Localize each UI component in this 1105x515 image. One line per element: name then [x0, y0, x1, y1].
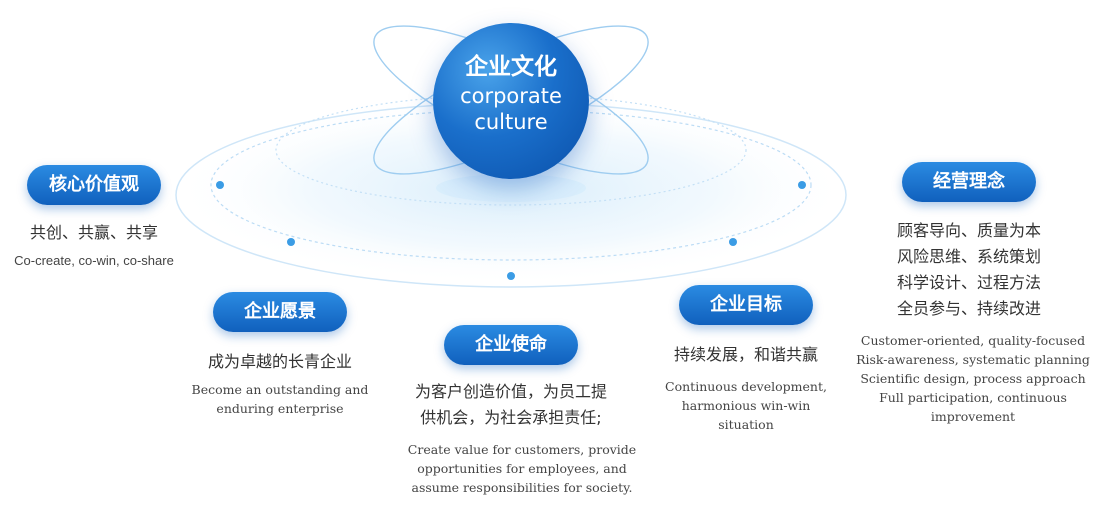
center-title-en: corporate culture [460, 84, 562, 134]
philosophy-cn-line-2: 风险思维、系统策划 [896, 247, 1041, 266]
vision-cn: 成为卓越的长青企业 [207, 352, 352, 371]
center-title-cn: 企业文化 [465, 54, 557, 80]
core-values-en: Co-create, co-win, co-share [14, 253, 174, 268]
core-values-cn: 共创、共赢、共享 [29, 223, 158, 242]
orbit-dot-philosophy [798, 181, 806, 189]
orbit-dot-mission [507, 272, 515, 280]
vision-en: Become an outstanding and enduring enter… [191, 382, 369, 416]
vision-label: 企业愿景 [213, 292, 347, 332]
philosophy-en-line-1: Customer-oriented, quality-focused [860, 333, 1086, 348]
philosophy-cn-line-4: 全员参与、持续改进 [896, 299, 1041, 318]
goal-en: Continuous development, harmonious win-w… [665, 379, 827, 432]
goal-cn: 持续发展，和谐共赢 [673, 345, 818, 364]
core-values-label: 核心价值观 [27, 165, 161, 205]
philosophy-cn-line-3: 科学设计、过程方法 [896, 273, 1041, 292]
goal-label: 企业目标 [679, 285, 813, 325]
philosophy-en-line-2: Risk-awareness, systematic planning [856, 352, 1090, 367]
middle-ring [210, 109, 812, 261]
mission-en: Create value for customers, provide oppo… [407, 442, 637, 495]
philosophy-en-line-3: Scientific design, process approach [860, 371, 1086, 386]
mission-cn-line-1: 为客户创造价值，为员工提 [414, 382, 607, 401]
mission-label: 企业使命 [444, 325, 578, 365]
mission-cn-line-2: 供机会，为社会承担责任; [420, 408, 602, 427]
center-glow [436, 174, 586, 202]
center-circle: 企业文化 corporate culture [433, 23, 589, 179]
philosophy-en-line-4: Full participation, continuous improveme… [879, 390, 1067, 424]
orbit-dot-core-values [216, 181, 224, 189]
philosophy-label: 经营理念 [902, 162, 1036, 202]
orbit-dot-vision [287, 238, 295, 246]
philosophy-cn-line-1: 顾客导向、质量为本 [896, 221, 1041, 240]
orbit-dot-goal [729, 238, 737, 246]
